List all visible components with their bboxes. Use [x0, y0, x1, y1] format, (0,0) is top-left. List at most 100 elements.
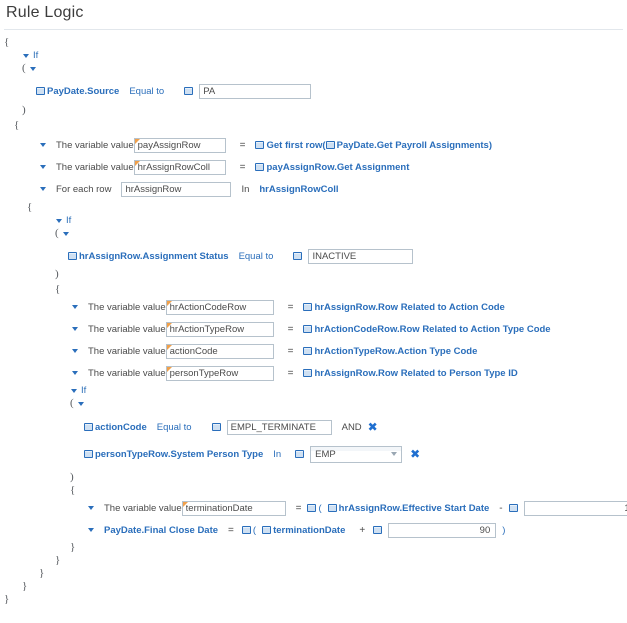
assign-8-paren-open: ( [252, 524, 257, 536]
condition-2-field[interactable]: hrAssignRow.Assignment Status [79, 250, 229, 262]
assignment-row-6: The variable value = hrAssignRow.Row Rel… [0, 362, 627, 384]
field-icon [262, 526, 272, 534]
assign-7-operand-1[interactable]: hrAssignRow.Effective Start Date [338, 502, 490, 514]
if-statement-1[interactable]: If [0, 49, 627, 62]
assign-6-label: The variable value [88, 367, 166, 379]
caret-down-icon[interactable] [72, 371, 78, 375]
condition-1-field[interactable]: PayDate.Source [47, 85, 120, 97]
caret-down-icon[interactable] [29, 66, 36, 71]
assign-6-expression[interactable]: hrAssignRow.Row Related to Person Type I… [314, 367, 518, 379]
assign-2-expression[interactable]: payAssignRow.Get Assignment [266, 161, 410, 173]
condition-1-operator[interactable]: Equal to [129, 85, 165, 97]
assign-6-variable-input[interactable] [165, 365, 274, 381]
field-icon [241, 526, 251, 534]
field-icon [303, 325, 313, 333]
assign-1-expression-inner[interactable]: PayDate.Get Payroll Assignments [336, 139, 489, 151]
caret-down-icon[interactable] [40, 165, 46, 169]
assign-8-target[interactable]: PayDate.Final Close Date [104, 524, 219, 536]
if-3-paren-close: ) [0, 470, 627, 484]
field-icon [36, 87, 45, 95]
assignment-row-3: The variable value = hrAssignRow.Row Rel… [0, 296, 627, 318]
if-statement-2[interactable]: If [0, 214, 627, 227]
condition-1-value-input[interactable] [199, 83, 312, 99]
brace-glyph: { [70, 484, 76, 496]
assign-3-expression[interactable]: hrAssignRow.Row Related to Action Code [314, 301, 505, 313]
loop-row-variable-input[interactable] [121, 181, 232, 197]
caret-down-icon[interactable] [40, 187, 46, 191]
condition-row-3: actionCode Equal to AND ✖ [0, 416, 627, 438]
assign-5-expression[interactable]: hrActionTypeRow.Action Type Code [314, 345, 478, 357]
field-icon [293, 252, 303, 260]
equals-sign: = [287, 301, 294, 313]
assignment-row-5: The variable value = hrActionTypeRow.Act… [0, 340, 627, 362]
caret-down-icon[interactable] [40, 143, 46, 147]
field-icon [508, 504, 518, 512]
assign-1-variable-input[interactable] [133, 137, 226, 153]
assign-5-variable-wrap [165, 343, 274, 359]
paren-glyph: ( [70, 397, 74, 409]
condition-4-operator[interactable]: In [273, 448, 282, 460]
assign-1-expression[interactable]: Get first row( [266, 139, 326, 151]
field-icon [327, 504, 337, 512]
loop-block-open: { [0, 200, 627, 214]
loop-in-label: In [241, 183, 250, 195]
assign-3-variable-wrap [165, 299, 274, 315]
assign-7-operand-2-input[interactable] [523, 500, 627, 516]
condition-2-operator[interactable]: Equal to [238, 250, 274, 262]
assign-2-variable-input[interactable] [133, 159, 226, 175]
if-1-paren-open[interactable]: ( [0, 62, 627, 75]
assign-8-operand-2-input[interactable] [388, 522, 497, 538]
brace-root-close: } [0, 593, 627, 606]
field-icon [325, 141, 335, 149]
condition-4-select-wrap: EMP [310, 445, 403, 463]
block-2-open: { [0, 282, 627, 296]
assign-4-expression[interactable]: hrActionCodeRow.Row Related to Action Ty… [314, 323, 551, 335]
assign-5-variable-input[interactable] [165, 343, 274, 359]
brace-glyph: } [22, 580, 28, 592]
assign-2-label: The variable value [56, 161, 134, 173]
brace-glyph: { [4, 35, 10, 48]
loop-collection[interactable]: hrAssignRowColl [259, 183, 339, 195]
brace-glyph: } [39, 567, 45, 579]
remove-icon[interactable]: ✖ [410, 447, 421, 461]
caret-down-icon[interactable] [72, 349, 78, 353]
caret-down-icon[interactable] [72, 327, 78, 331]
if-statement-3[interactable]: If [0, 384, 627, 397]
paren-glyph: ) [70, 470, 74, 483]
condition-3-operator[interactable]: Equal to [156, 421, 192, 433]
condition-row-1: PayDate.Source Equal to [0, 80, 627, 102]
assign-6-variable-wrap [165, 365, 274, 381]
assign-7-variable-input[interactable] [181, 500, 286, 516]
equals-sign: = [239, 139, 246, 151]
assign-8-operand-1[interactable]: terminationDate [273, 524, 346, 536]
brace-root-open: { [0, 35, 627, 49]
caret-down-icon[interactable] [71, 388, 77, 393]
caret-down-icon[interactable] [62, 231, 69, 236]
brace-glyph: } [70, 541, 76, 553]
loop-block-close: } [0, 567, 627, 580]
condition-4-field[interactable]: personTypeRow.System Person Type [95, 448, 264, 460]
caret-down-icon[interactable] [88, 506, 94, 510]
if-3-paren-open[interactable]: ( [0, 397, 627, 410]
remove-icon[interactable]: ✖ [367, 420, 378, 434]
brace-glyph: { [14, 118, 20, 131]
assign-4-variable-input[interactable] [165, 321, 274, 337]
caret-down-icon[interactable] [56, 218, 62, 223]
assign-3-variable-input[interactable] [165, 299, 274, 315]
field-icon [303, 369, 313, 377]
assign-8-operator: + [359, 524, 366, 536]
field-icon [68, 252, 77, 260]
paren-glyph: ) [55, 268, 59, 280]
field-icon [373, 526, 383, 534]
caret-down-icon[interactable] [77, 401, 84, 406]
condition-3-value-input[interactable] [226, 419, 332, 435]
caret-down-icon[interactable] [72, 305, 78, 309]
condition-4-value-select[interactable]: EMP [310, 445, 403, 463]
condition-2-value-input[interactable] [308, 248, 414, 264]
field-icon [255, 163, 265, 171]
condition-3-field[interactable]: actionCode [95, 421, 147, 433]
if-2-paren-open[interactable]: ( [0, 227, 627, 240]
caret-down-icon[interactable] [23, 53, 29, 58]
assign-1-variable-wrap [133, 137, 226, 153]
caret-down-icon[interactable] [88, 528, 94, 532]
